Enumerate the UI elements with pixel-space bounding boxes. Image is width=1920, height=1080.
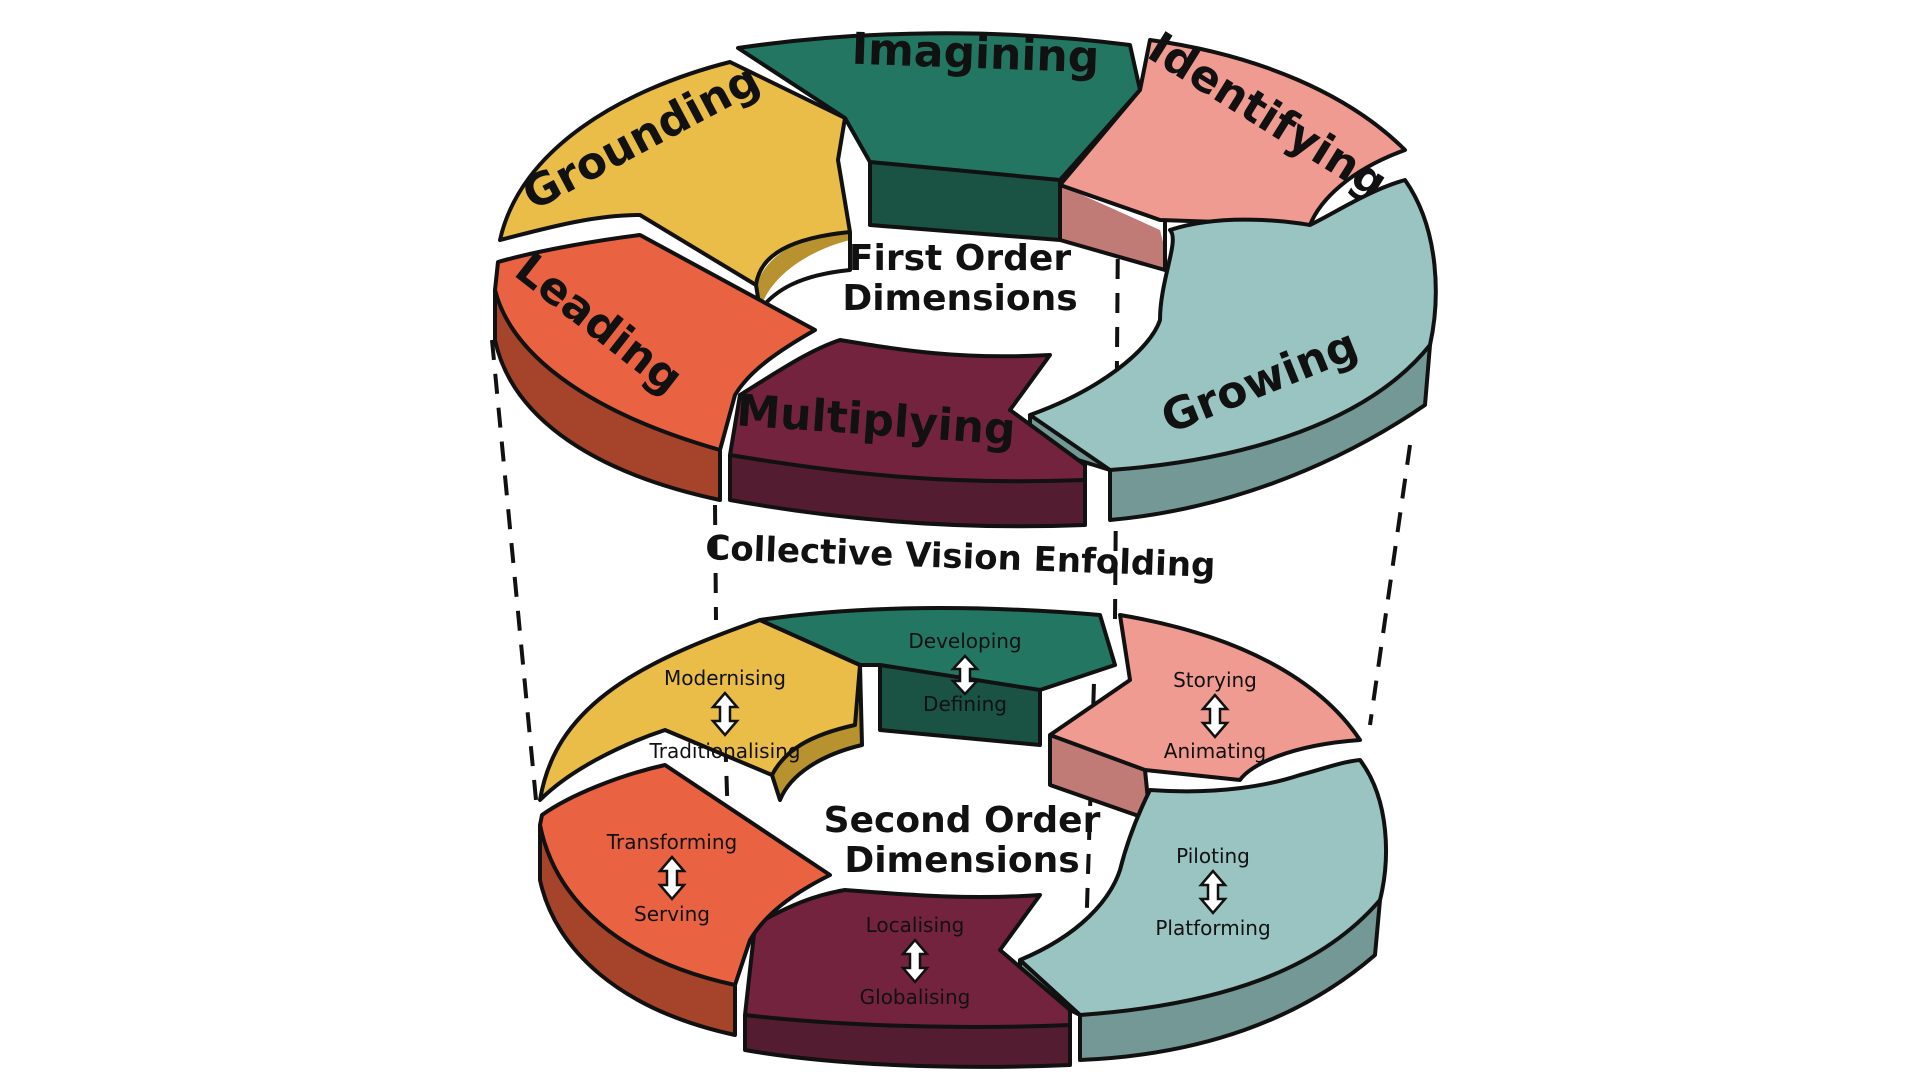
leading-side bbox=[495, 290, 720, 500]
segment-modernising bbox=[538, 618, 864, 802]
second-order-center-line2: Dimensions bbox=[844, 840, 1079, 881]
imagining-face bbox=[738, 33, 1140, 181]
connector-right-inner bbox=[1083, 224, 1120, 971]
double-arrow-icon bbox=[1198, 869, 1228, 915]
segment-leading: Leading bbox=[493, 233, 817, 502]
double-arrow-icon bbox=[1200, 693, 1230, 739]
multiplying-face bbox=[730, 340, 1085, 482]
segment-localising bbox=[743, 888, 1072, 1069]
label-defining: Defining bbox=[923, 692, 1007, 716]
segment-growing: Growing bbox=[1028, 178, 1438, 522]
double-arrow-icon bbox=[657, 855, 687, 901]
label-developing: Developing bbox=[908, 629, 1021, 653]
label-globalising: Globalising bbox=[860, 985, 971, 1009]
imagining-side bbox=[870, 160, 1060, 240]
pair-modernising: Modernising Traditionalising bbox=[648, 666, 800, 763]
collective-vision-label: Collective Vision Enfolding bbox=[705, 528, 1216, 586]
segment-storying bbox=[1048, 613, 1362, 822]
segment-imagining: Imagining bbox=[736, 24, 1142, 242]
transforming-face bbox=[540, 765, 830, 985]
localising-face bbox=[745, 890, 1070, 1027]
label-imagining: Imagining bbox=[851, 24, 1100, 84]
segment-transforming bbox=[538, 763, 832, 1037]
multiplying-side bbox=[730, 455, 1085, 527]
segment-developing bbox=[758, 606, 1117, 747]
pair-localising: Localising Globalising bbox=[860, 913, 971, 1009]
label-localising: Localising bbox=[866, 913, 965, 937]
label-modernising: Modernising bbox=[664, 666, 786, 690]
double-arrow-icon bbox=[710, 691, 740, 737]
double-arrow-icon bbox=[950, 654, 980, 696]
pair-piloting: Piloting Platforming bbox=[1155, 844, 1270, 940]
transforming-side bbox=[540, 825, 735, 1035]
label-traditionalising: Traditionalising bbox=[648, 739, 800, 763]
first-order-center-line2: Dimensions bbox=[842, 278, 1077, 319]
label-transforming: Transforming bbox=[606, 830, 737, 854]
label-animating: Animating bbox=[1164, 739, 1266, 763]
identifying-face bbox=[1060, 40, 1405, 225]
pair-storying: Storying Animating bbox=[1164, 668, 1266, 763]
first-order-center-line1: First Order bbox=[849, 238, 1071, 279]
growing-face bbox=[1030, 180, 1436, 470]
modernising-side bbox=[772, 660, 862, 800]
connector-right-outer bbox=[1368, 444, 1412, 726]
label-piloting: Piloting bbox=[1176, 844, 1250, 868]
label-serving: Serving bbox=[634, 902, 710, 926]
segment-multiplying: Multiplying bbox=[728, 338, 1087, 529]
label-platforming: Platforming bbox=[1155, 916, 1270, 940]
grounding-face bbox=[500, 62, 850, 285]
modernising-face bbox=[540, 620, 860, 800]
label-storying: Storying bbox=[1173, 668, 1257, 692]
piloting-face bbox=[1020, 760, 1386, 1015]
developing-face bbox=[760, 608, 1115, 690]
identifying-side bbox=[1060, 185, 1170, 270]
pair-transforming: Transforming Serving bbox=[606, 830, 737, 926]
connector-left-outer bbox=[490, 339, 538, 801]
grounding-side bbox=[756, 160, 850, 310]
storying-side bbox=[1050, 735, 1150, 820]
second-order-ring: Modernising Traditionalising Developing … bbox=[538, 606, 1388, 1069]
first-order-ring: Grounding Imagining Identifying Growing bbox=[493, 22, 1438, 529]
pair-developing: Developing Defining bbox=[908, 629, 1021, 716]
double-arrow-icon bbox=[900, 938, 930, 984]
second-order-center-line1: Second Order bbox=[824, 800, 1101, 841]
